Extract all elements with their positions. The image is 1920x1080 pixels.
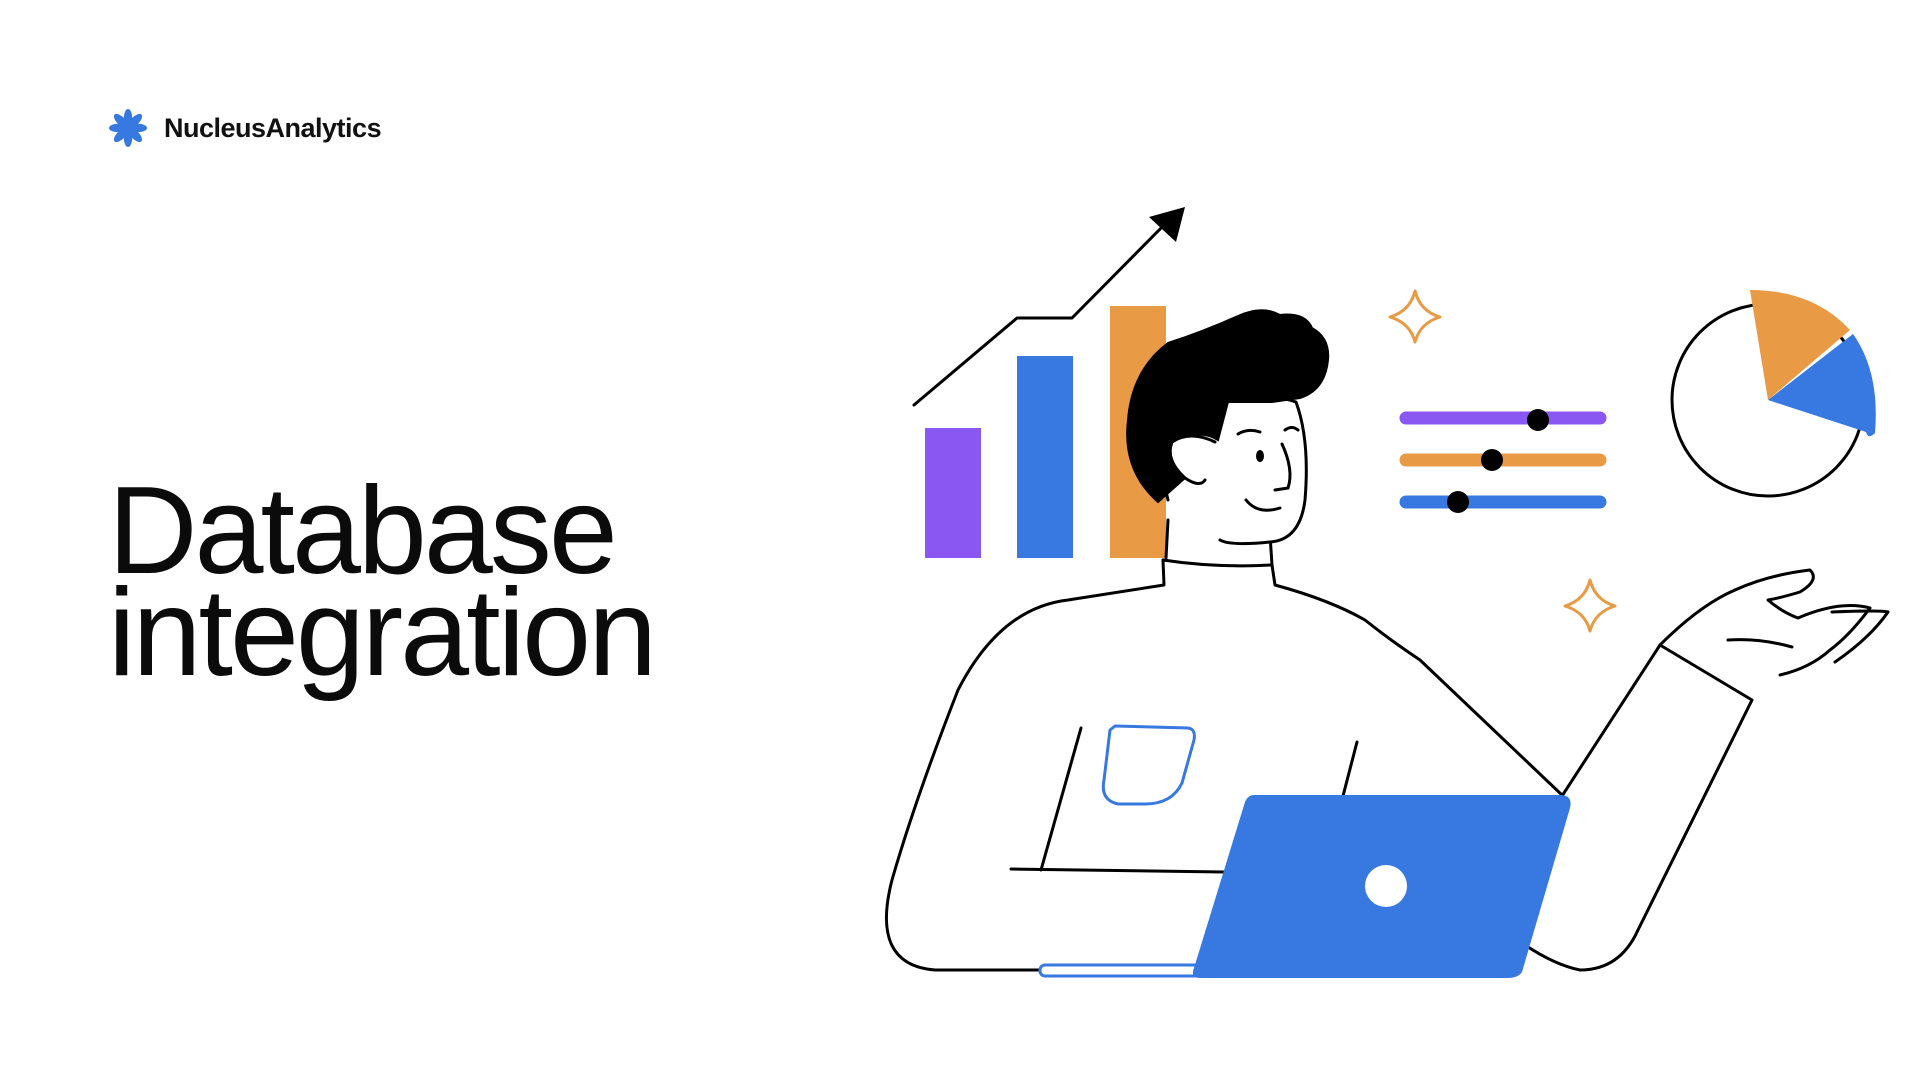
bar-blue [1017,356,1073,558]
sliders-icon [1399,409,1607,513]
brand: NucleusAnalytics [108,108,382,148]
asterisk-flower-icon [109,109,147,147]
page-title: Database integration [108,462,657,702]
pie-chart-icon [1670,290,1876,498]
bar-purple [925,428,981,558]
page-title-line-2: integration [108,564,657,702]
laptop-logo-icon [1365,865,1407,907]
slider-knob-3 [1447,491,1469,513]
sparkle-icon [1388,289,1617,633]
trend-arrow-icon [912,207,1185,407]
person-features [1236,426,1300,512]
page-title-line-1: Database [108,462,618,600]
person-ear [1168,434,1217,485]
person-torso [884,558,1890,972]
pie-slice-blue [1768,334,1876,437]
person-eye [1256,450,1264,462]
slider-knob-2 [1481,449,1503,471]
brand-name: NucleusAnalytics [164,112,382,143]
slider-knob-1 [1527,409,1549,431]
shirt-pocket [1101,724,1196,806]
person-hair [1126,309,1330,504]
pie-slice-orange [1750,290,1850,400]
laptop-icon [1038,795,1571,978]
